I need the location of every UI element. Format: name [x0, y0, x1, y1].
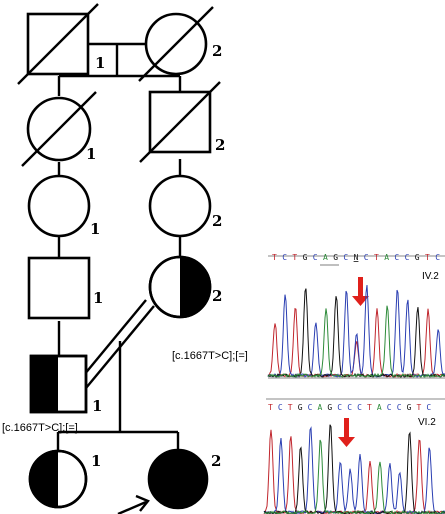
base-letter: C [397, 403, 402, 412]
individual-number: 2 [211, 452, 221, 470]
base-letter: A [377, 403, 382, 412]
base-letter: T [292, 253, 297, 262]
panel-label: VI.2 [418, 417, 436, 428]
chromatogram-trace [267, 284, 445, 379]
deceased-slash [139, 81, 221, 163]
base-letter: G [333, 253, 338, 262]
individual-II-2: 2 [139, 81, 225, 163]
base-letter: G [407, 403, 412, 412]
base-letter: G [298, 403, 303, 412]
base-letter: T [425, 253, 430, 262]
individual-IV-2: 2 [c.1667T>C];[=] [148, 255, 248, 362]
trace-G [267, 288, 445, 378]
individual-number: 1 [86, 145, 96, 163]
base-letter: C [308, 403, 313, 412]
base-letter: C [387, 403, 392, 412]
base-letter: C [394, 253, 399, 262]
base-letter: C [364, 253, 369, 262]
individual-number: 2 [212, 212, 222, 230]
carrier-half-fill [31, 356, 58, 412]
individual-number: 2 [212, 42, 222, 60]
base-letter: C [405, 253, 410, 262]
base-letter: A [318, 403, 323, 412]
trace-A [267, 305, 445, 379]
base-letter: N [354, 253, 359, 262]
individual-I-1: 1 [17, 3, 105, 85]
genotype-label: [c.1667T>C];[=] [2, 422, 78, 434]
base-letter: C [337, 403, 342, 412]
female-symbol [148, 174, 212, 238]
female-symbol [27, 174, 91, 238]
base-letter: A [384, 253, 389, 262]
variant-arrow [352, 277, 369, 306]
base-letter: G [327, 403, 332, 412]
base-letter: T [417, 403, 422, 412]
genotype-label: [c.1667T>C];[=] [172, 350, 248, 362]
individual-number: 2 [212, 287, 222, 305]
deceased-slash [21, 91, 97, 167]
base-letter: T [288, 403, 293, 412]
proband-arrow [117, 494, 150, 514]
individual-number: 1 [93, 289, 103, 307]
individual-I-2: 2 [138, 6, 222, 82]
individual-number: 1 [91, 452, 101, 470]
base-letter: C [282, 253, 287, 262]
carrier-half-fill [180, 257, 210, 317]
base-letter: T [268, 403, 273, 412]
male-symbol [27, 256, 91, 320]
base-letter: C [435, 253, 440, 262]
individual-IV-1: 1 [27, 256, 103, 320]
panel-label: IV.2 [422, 271, 439, 282]
individual-III-2: 2 [148, 174, 222, 238]
individual-III-1: 1 [27, 174, 100, 238]
trace-T [263, 429, 445, 514]
base-letter: G [303, 253, 308, 262]
deceased-slash [138, 6, 214, 82]
individual-number: 1 [90, 220, 100, 238]
pedigree-lines [56, 42, 182, 450]
base-letter: T [272, 253, 277, 262]
base-letter: T [367, 403, 372, 412]
individual-VI-2: 2 [117, 448, 221, 514]
base-letter: C [357, 403, 362, 412]
trace-A [264, 439, 445, 514]
base-letter: C [313, 253, 318, 262]
base-letter: C [343, 253, 348, 262]
individual-V-1: 1 [c.1667T>C];[=] [2, 354, 102, 434]
individual-VI-1: 1 [28, 449, 101, 509]
base-letter: G [415, 253, 420, 262]
individual-II-1: 1 [21, 91, 97, 167]
individual-number: 2 [215, 136, 225, 154]
variant-arrow [338, 418, 355, 447]
base-letter: C [347, 403, 352, 412]
individual-number: 1 [92, 397, 102, 415]
deceased-slash [17, 3, 99, 85]
base-letter: T [374, 253, 379, 262]
base-letter: C [426, 403, 431, 412]
chromatogram-trace [263, 424, 445, 514]
base-letter: C [278, 403, 283, 412]
affected-female-symbol [147, 448, 209, 510]
base-letter: A [323, 253, 328, 262]
carrier-half-fill [30, 451, 58, 507]
individual-number: 1 [95, 54, 105, 72]
